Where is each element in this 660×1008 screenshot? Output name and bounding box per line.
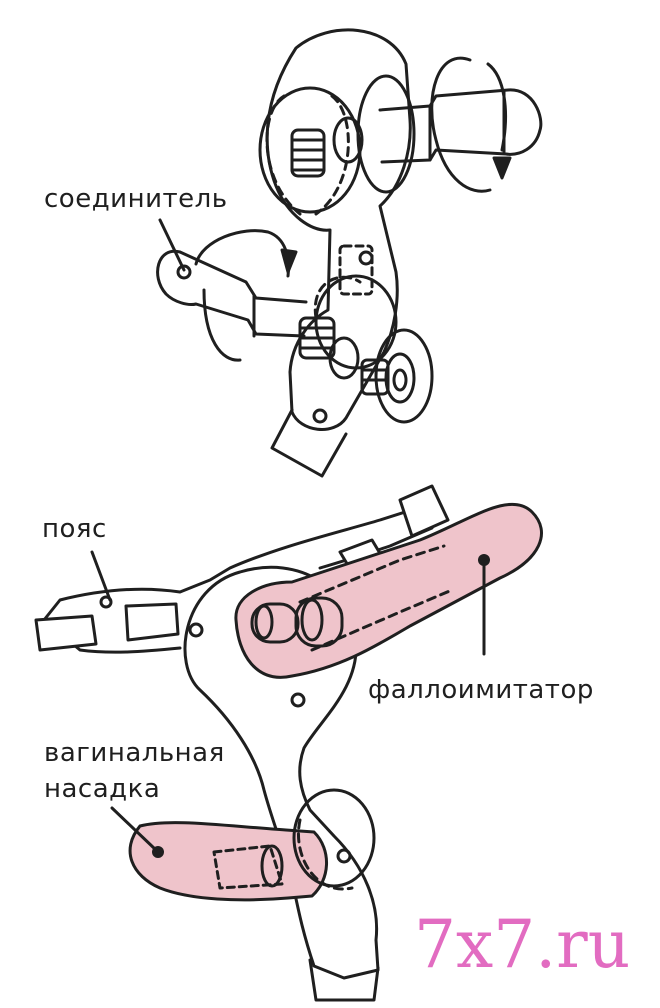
ring-lower-dashed [313, 275, 362, 320]
connector-pin-upper [378, 88, 543, 164]
harness-plate-top [265, 28, 412, 431]
dildo-connector [250, 596, 344, 648]
leader-connector [158, 218, 186, 272]
label-dildo: фаллоимитатор [368, 675, 594, 705]
rotation-arrow-upper [430, 56, 492, 193]
harness-upper-illustration [156, 28, 543, 478]
ring-lower [314, 274, 398, 370]
suction-base [360, 328, 434, 424]
harness-lower-illustration [34, 484, 543, 1002]
leader-belt [90, 550, 112, 602]
rotation-arrow-lower [194, 229, 290, 278]
buckle-slot-top [338, 244, 374, 296]
label-vaginal-attachment-line2: насадка [44, 774, 161, 804]
label-belt: пояс [42, 514, 107, 544]
thread-upper [290, 128, 326, 178]
lower-strap-top [270, 408, 348, 478]
label-vaginal-attachment-line1: вагинальная [44, 738, 225, 768]
connector-disk-upper [356, 74, 416, 194]
dildo-shape [234, 502, 543, 679]
label-connector: соединитель [44, 184, 228, 214]
ring-upper-dashed [265, 94, 350, 216]
watermark-logo: 7x7.ru [414, 906, 631, 983]
thread-lower [298, 316, 336, 360]
leader-vaginal [110, 806, 158, 852]
